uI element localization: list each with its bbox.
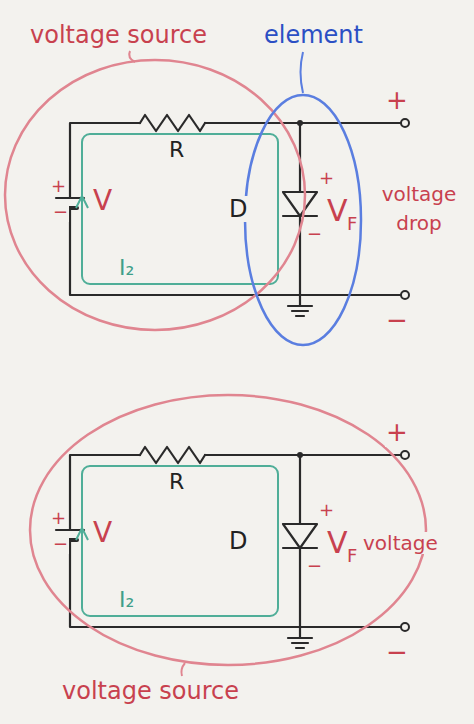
part-label: R [168, 138, 185, 162]
region-ellipse [5, 60, 305, 330]
voltage-label: − [306, 556, 323, 576]
voltage-label: F [346, 546, 358, 566]
region-outline: element [240, 22, 369, 352]
region-heading: voltage source [28, 22, 209, 50]
voltage-label: + [50, 508, 67, 528]
part-label: R [168, 470, 185, 494]
outline-shape [240, 22, 365, 352]
current-label: I₂ [118, 588, 135, 612]
voltage-label: + [385, 86, 409, 115]
leader-line [129, 51, 135, 62]
voltage-label: − [385, 306, 409, 335]
region-outline: voltage source [0, 22, 320, 362]
voltage-label: − [52, 202, 69, 222]
part-label: D [228, 528, 248, 554]
voltage-label: + [50, 176, 67, 196]
leader-line [181, 663, 185, 676]
voltage-label: F [346, 214, 358, 234]
outline-shape [0, 22, 320, 362]
region-ellipse [245, 95, 361, 345]
voltage-label: V [92, 186, 113, 217]
voltage-label: − [306, 224, 323, 244]
voltage-label: + [318, 500, 335, 520]
top-circuit [56, 115, 409, 316]
region-ellipse [30, 395, 426, 665]
voltage-label: + [318, 168, 335, 188]
region-heading: voltage source [60, 678, 241, 706]
current-label: I₂ [118, 256, 135, 280]
voltage-label: V [92, 518, 113, 549]
voltage-label: − [385, 638, 409, 667]
region-heading: element [262, 22, 365, 50]
voltage-label: + [385, 418, 409, 447]
bottom-circuit [56, 447, 409, 648]
part-label: D [228, 196, 248, 222]
voltage-label: voltage drop [366, 180, 472, 238]
voltage-label: voltage [362, 532, 439, 554]
leader-line [301, 52, 304, 93]
voltage-label: − [52, 534, 69, 554]
